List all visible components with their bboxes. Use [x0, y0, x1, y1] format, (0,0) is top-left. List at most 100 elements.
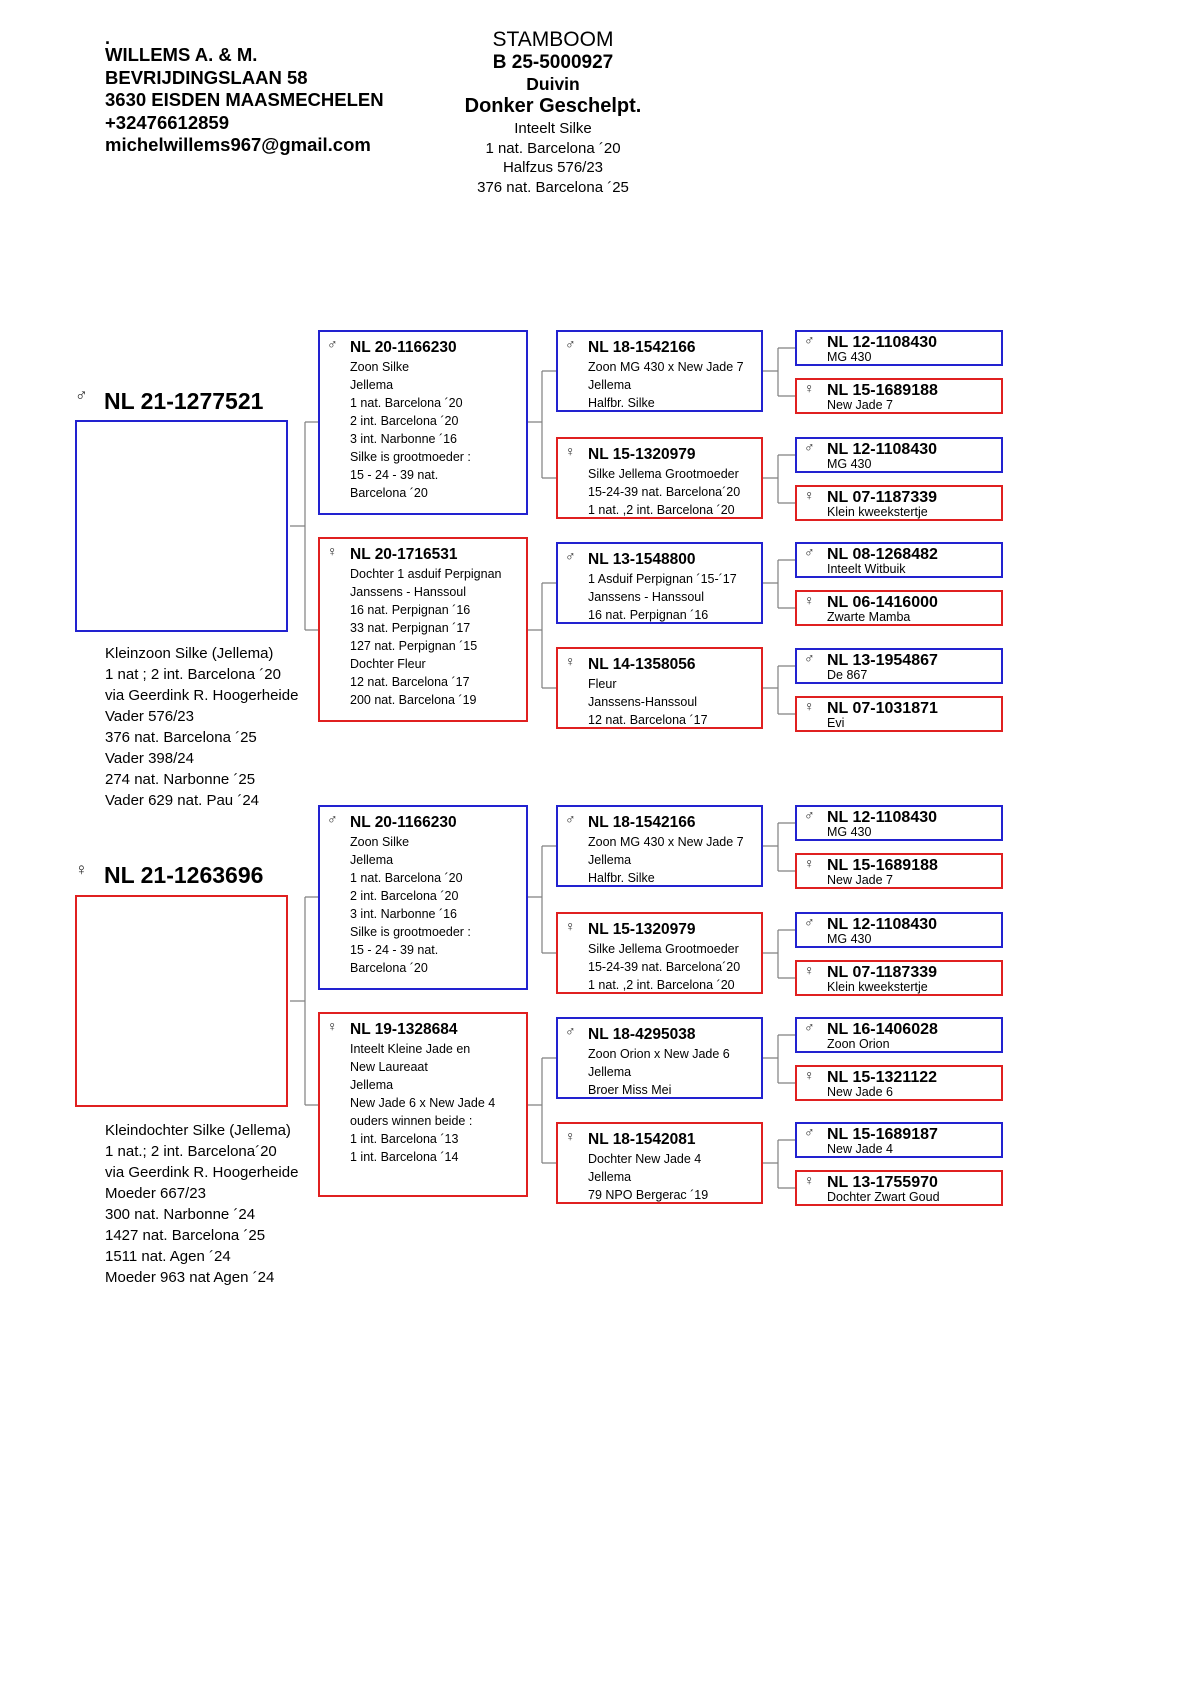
female-icon: ♀: [75, 860, 88, 879]
bird-name: Klein kweekstertje: [827, 980, 928, 994]
bird-name: Zwarte Mamba: [827, 610, 911, 624]
male-icon: ♂: [565, 548, 576, 564]
ring-number: NL 12-1108430: [827, 441, 938, 458]
pedigree-box-great-grandparent: ♂ NL 12-1108430 MG 430: [795, 805, 1003, 841]
male-icon: ♂: [565, 1023, 576, 1039]
subject-notes: Kleinzoon Silke (Jellema) 1 nat ; 2 int.…: [105, 645, 299, 809]
pedigree-box-mother: ♀ NL 20-1716531 Dochter 1 asduif Perpign…: [318, 537, 528, 722]
pedigree-box-father: ♂ NL 20-1166230 Zoon Silke Jellema 1 nat…: [318, 330, 528, 515]
ring-number: NL 12-1108430: [827, 809, 938, 826]
female-icon: ♀: [327, 543, 338, 559]
ring-number: NL 15-1689188: [827, 857, 938, 874]
pedigree-header: STAMBOOM B 25-5000927 Duivin Donker Gesc…: [378, 28, 728, 197]
ring-number: NL 14-1358056: [588, 656, 696, 673]
bird-name: Evi: [827, 716, 845, 730]
pedigree-box-grandmother: ♀ NL 15-1320979 Silke Jellema Grootmoede…: [556, 912, 763, 994]
pedigree-box-great-grandparent: ♂ NL 16-1406028 Zoon Orion: [795, 1017, 1003, 1053]
page-title: STAMBOOM: [492, 28, 614, 51]
male-icon: ♂: [804, 439, 815, 455]
male-icon: ♂: [565, 336, 576, 352]
ring-number: NL 13-1755970: [827, 1174, 938, 1191]
subject-photo-box: [75, 420, 288, 632]
male-icon: ♂: [75, 386, 88, 405]
pedigree-box-mother: ♀ NL 19-1328684 Inteelt Kleine Jade en N…: [318, 1012, 528, 1197]
pedigree-box-great-grandparent: ♀ NL 15-1689188 New Jade 7: [795, 378, 1003, 414]
bird-name: MG 430: [827, 350, 872, 364]
box-notes: Dochter 1 asduif Perpignan Janssens - Ha…: [350, 567, 502, 707]
ring-number: NL 15-1320979: [588, 921, 696, 938]
female-icon: ♀: [804, 592, 815, 608]
pedigree-box-great-grandparent: ♂ NL 13-1954867 De 867: [795, 648, 1003, 684]
stray-dot: .: [105, 28, 111, 48]
pedigree-box-grandmother: ♀ NL 18-1542081 Dochter New Jade 4 Jelle…: [556, 1122, 763, 1204]
male-icon: ♂: [327, 336, 338, 352]
ring-number: NL 07-1187339: [827, 489, 938, 506]
bird-ring-number: B 25-5000927: [492, 52, 614, 73]
bird-name: Inteelt Witbuik: [827, 562, 906, 576]
ring-number: NL 19-1328684: [350, 1021, 458, 1038]
ring-number: NL 06-1416000: [827, 594, 938, 611]
ring-number: NL 15-1689187: [827, 1126, 938, 1143]
ring-number: NL 18-1542166: [588, 814, 696, 831]
ring-number: NL 20-1166230: [350, 339, 457, 356]
box-notes: Inteelt Kleine Jade en New Laureaat Jell…: [350, 1042, 496, 1164]
subject-ring-number: NL 21-1277521: [104, 388, 264, 414]
male-icon: ♂: [327, 811, 338, 827]
ring-number: NL 12-1108430: [827, 916, 938, 933]
bird-name: New Jade 7: [827, 873, 894, 887]
pedigree-box-grandfather: ♂ NL 18-4295038 Zoon Orion x New Jade 6 …: [556, 1017, 763, 1099]
bird-name: MG 430: [827, 457, 872, 471]
ring-number: NL 15-1320979: [588, 446, 696, 463]
male-icon: ♂: [804, 650, 815, 666]
pedigree-box-great-grandparent: ♀ NL 15-1689188 New Jade 7: [795, 853, 1003, 889]
pedigree-box-father: ♂ NL 20-1166230 Zoon Silke Jellema 1 nat…: [318, 805, 528, 990]
pedigree-box-grandmother: ♀ NL 14-1358056 Fleur Janssens-Hanssoul …: [556, 647, 763, 729]
female-icon: ♀: [327, 1018, 338, 1034]
female-icon: ♀: [804, 1067, 815, 1083]
pedigree-box-great-grandparent: ♀ NL 13-1755970 Dochter Zwart Goud: [795, 1170, 1003, 1206]
box-notes: Zoon Silke Jellema 1 nat. Barcelona ´20 …: [350, 835, 471, 975]
ring-number: NL 12-1108430: [827, 334, 938, 351]
ring-number: NL 20-1716531: [350, 546, 458, 563]
ring-number: NL 16-1406028: [827, 1021, 938, 1038]
bird-notes: Inteelt Silke 1 nat. Barcelona ´20 Halfz…: [477, 120, 629, 196]
male-icon: ♂: [804, 1019, 815, 1035]
pedigree-box-grandfather: ♂ NL 13-1548800 1 Asduif Perpignan ´15-´…: [556, 542, 763, 624]
bird-sex: Duivin: [526, 74, 580, 94]
pedigree-box-great-grandparent: ♀ NL 07-1187339 Klein kweekstertje: [795, 960, 1003, 996]
box-notes: Zoon MG 430 x New Jade 7 Jellema Halfbr.…: [588, 360, 744, 410]
pedigree-box-great-grandparent: ♀ NL 07-1187339 Klein kweekstertje: [795, 485, 1003, 521]
pedigree-box-grandfather: ♂ NL 18-1542166 Zoon MG 430 x New Jade 7…: [556, 330, 763, 412]
female-icon: ♀: [565, 653, 576, 669]
bird-color: Donker Geschelpt.: [464, 95, 642, 117]
female-icon: ♀: [804, 487, 815, 503]
pedigree-box-great-grandparent: ♂ NL 08-1268482 Inteelt Witbuik: [795, 542, 1003, 578]
box-notes: Silke Jellema Grootmoeder 15-24-39 nat. …: [588, 467, 741, 517]
bird-name: Dochter Zwart Goud: [827, 1190, 940, 1204]
box-notes: Zoon Orion x New Jade 6 Jellema Broer Mi…: [588, 1047, 730, 1097]
female-icon: ♀: [565, 1128, 576, 1144]
ring-number: NL 13-1548800: [588, 551, 696, 568]
ring-number: NL 13-1954867: [827, 652, 938, 669]
female-icon: ♀: [804, 698, 815, 714]
ring-number: NL 08-1268482: [827, 546, 938, 563]
male-icon: ♂: [804, 1124, 815, 1140]
box-notes: Dochter New Jade 4 Jellema 79 NPO Berger…: [588, 1152, 709, 1202]
male-icon: ♂: [804, 807, 815, 823]
bird-name: MG 430: [827, 825, 872, 839]
bird-name: Zoon Orion: [827, 1037, 890, 1051]
female-icon: ♀: [565, 918, 576, 934]
ring-number: NL 20-1166230: [350, 814, 457, 831]
box-notes: 1 Asduif Perpignan ´15-´17 Janssens - Ha…: [588, 572, 737, 622]
female-icon: ♀: [804, 962, 815, 978]
ring-number: NL 15-1321122: [827, 1069, 938, 1086]
ring-number: NL 07-1031871: [827, 700, 938, 717]
bird-name: New Jade 4: [827, 1142, 894, 1156]
bird-name: MG 430: [827, 932, 872, 946]
bird-name: New Jade 6: [827, 1085, 894, 1099]
bird-name: De 867: [827, 668, 868, 682]
subject-photo-box: [75, 895, 288, 1107]
male-icon: ♂: [565, 811, 576, 827]
female-icon: ♀: [804, 1172, 815, 1188]
